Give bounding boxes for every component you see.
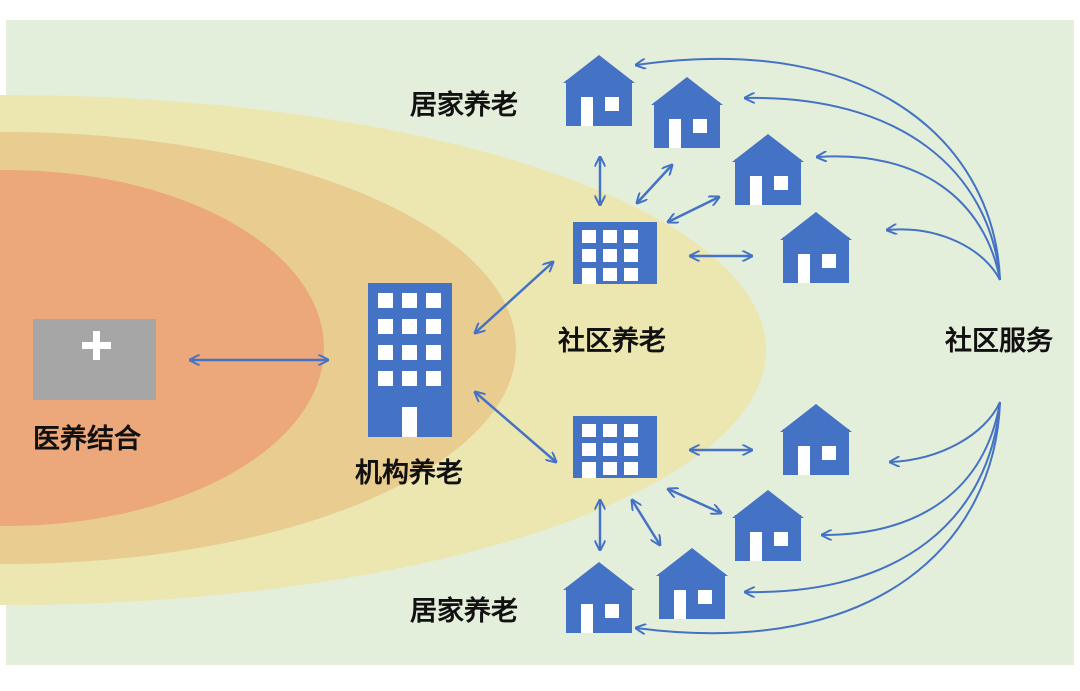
medical-cross-icon: [33, 319, 156, 400]
service-arrows: [636, 57, 1001, 633]
office-building-icon: [368, 283, 452, 437]
label-community-care: 社区养老: [558, 325, 666, 357]
label-community-services: 社区服务: [945, 325, 1053, 357]
label-medical-care: 医养结合: [33, 423, 141, 455]
label-institutional-care: 机构养老: [355, 457, 463, 489]
connector-arrows: [190, 157, 752, 550]
community-building-icon: [573, 222, 657, 284]
community-building-icon: [573, 416, 657, 478]
medical-care-zone: [0, 170, 324, 526]
label-home-care-bottom: 居家养老: [410, 595, 518, 627]
label-home-care-top: 居家养老: [410, 89, 518, 121]
